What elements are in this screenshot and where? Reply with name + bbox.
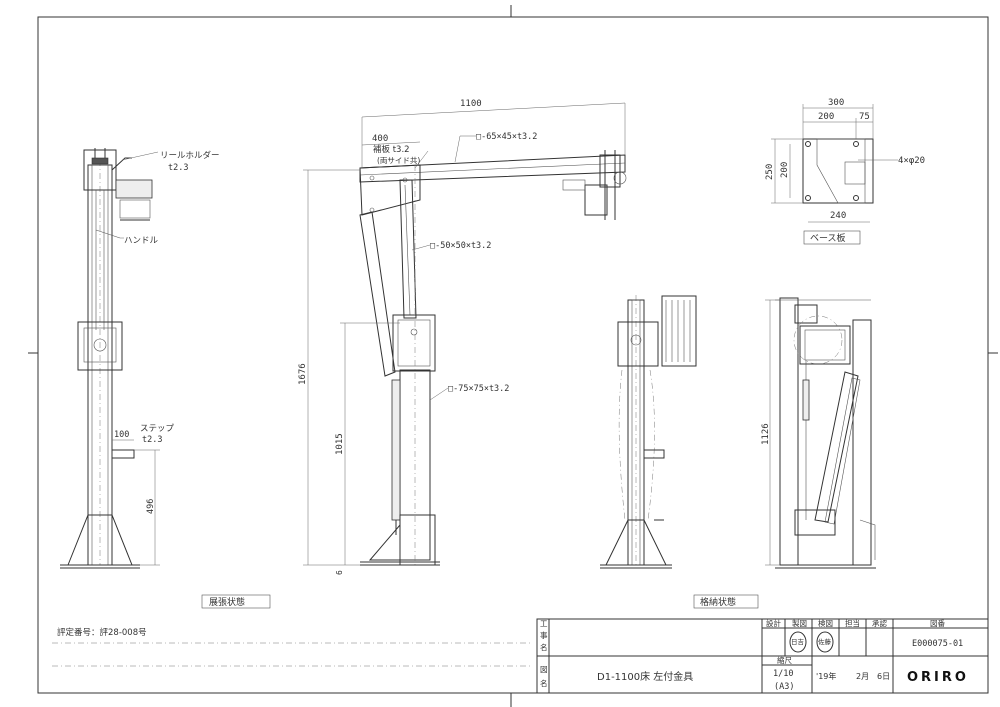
approval-note-area (52, 642, 530, 667)
plate-note: (両サイド共) (377, 156, 420, 165)
dim-base-inner: 200 (818, 112, 834, 122)
dim-base-depth: 250 (765, 164, 775, 180)
extended-label-box (201, 594, 271, 609)
dim-step-height: 496 (146, 499, 156, 514)
view-stored-front (765, 297, 876, 569)
step-thickness: t2.3 (142, 435, 162, 445)
dim-boom-length: 1100 (460, 99, 482, 109)
paper-size: (A3) (774, 682, 794, 692)
arm-section-label: □-50×50×t3.2 (430, 241, 491, 251)
plate-label: 補板 t3.2 (373, 144, 410, 155)
step-label: ステップ (140, 424, 175, 434)
side-label-line3: 名 (540, 642, 548, 652)
reel-holder-thickness: t2.3 (168, 163, 188, 173)
header-check: 検図 (818, 618, 833, 628)
stamp-sato: 佐藤 (818, 637, 832, 646)
scale-label: 縮尺 (777, 655, 792, 665)
base-plate-label-box (803, 230, 861, 245)
header-approve: 承認 (872, 618, 887, 628)
dim-boom-inner: 400 (372, 134, 388, 144)
boom-section-label: □-65×45×t3.2 (476, 132, 537, 142)
header-draw: 製図 (792, 618, 807, 628)
dim-base-edge: 75 (859, 112, 870, 122)
dim-base-width: 300 (828, 98, 844, 108)
dim-step-width: 100 (114, 430, 129, 440)
extended-label: 展張状態 (209, 596, 245, 608)
base-plate-label: ベース板 (810, 232, 846, 244)
scale-value: 1/10 (773, 669, 793, 679)
dim-base-depth-inner: 200 (780, 162, 790, 178)
header-design: 設計 (766, 618, 781, 628)
side-label-line1: 工 (540, 619, 548, 628)
sheet-border (37, 16, 989, 694)
dim-mast-height: 1015 (335, 433, 345, 455)
stored-label-box (693, 594, 759, 609)
side-label-line2: 事 (540, 630, 548, 640)
handle-label: ハンドル (124, 236, 159, 246)
header-number: 図番 (930, 618, 945, 628)
view-extended-front (303, 102, 627, 566)
header-charge: 担当 (845, 618, 860, 628)
dim-bottom-gap: 6 (335, 570, 344, 575)
stored-label: 格納状態 (700, 596, 736, 608)
mast-section-label: □-75×75×t3.2 (448, 384, 509, 394)
dim-stored-height: 1126 (761, 423, 771, 445)
drawing-number: E000075-01 (912, 639, 963, 649)
date-month: 2月 (856, 672, 869, 681)
company-logo: ORIRO (907, 670, 969, 685)
view-base-plate (771, 104, 898, 223)
side-label-line5: 名 (540, 678, 548, 688)
drawing-name: D1-1100床 左付金具 (597, 670, 693, 683)
title-block (536, 618, 989, 694)
stamp-hiyoshi: 日吉 (791, 638, 805, 646)
view-stored-side (600, 295, 697, 569)
date-day: 6日 (877, 672, 890, 681)
side-label-line4: 図 (540, 665, 548, 674)
reel-holder-label: リールホルダー (160, 150, 220, 161)
dim-total-height: 1676 (298, 363, 308, 385)
view-extended-side (60, 148, 160, 569)
base-holes-label: 4×φ20 (898, 156, 925, 166)
dim-base-bottom: 240 (830, 211, 846, 221)
approval-note: 評定番号：評28-008号 (57, 627, 147, 638)
date-year: '19年 (816, 671, 836, 681)
